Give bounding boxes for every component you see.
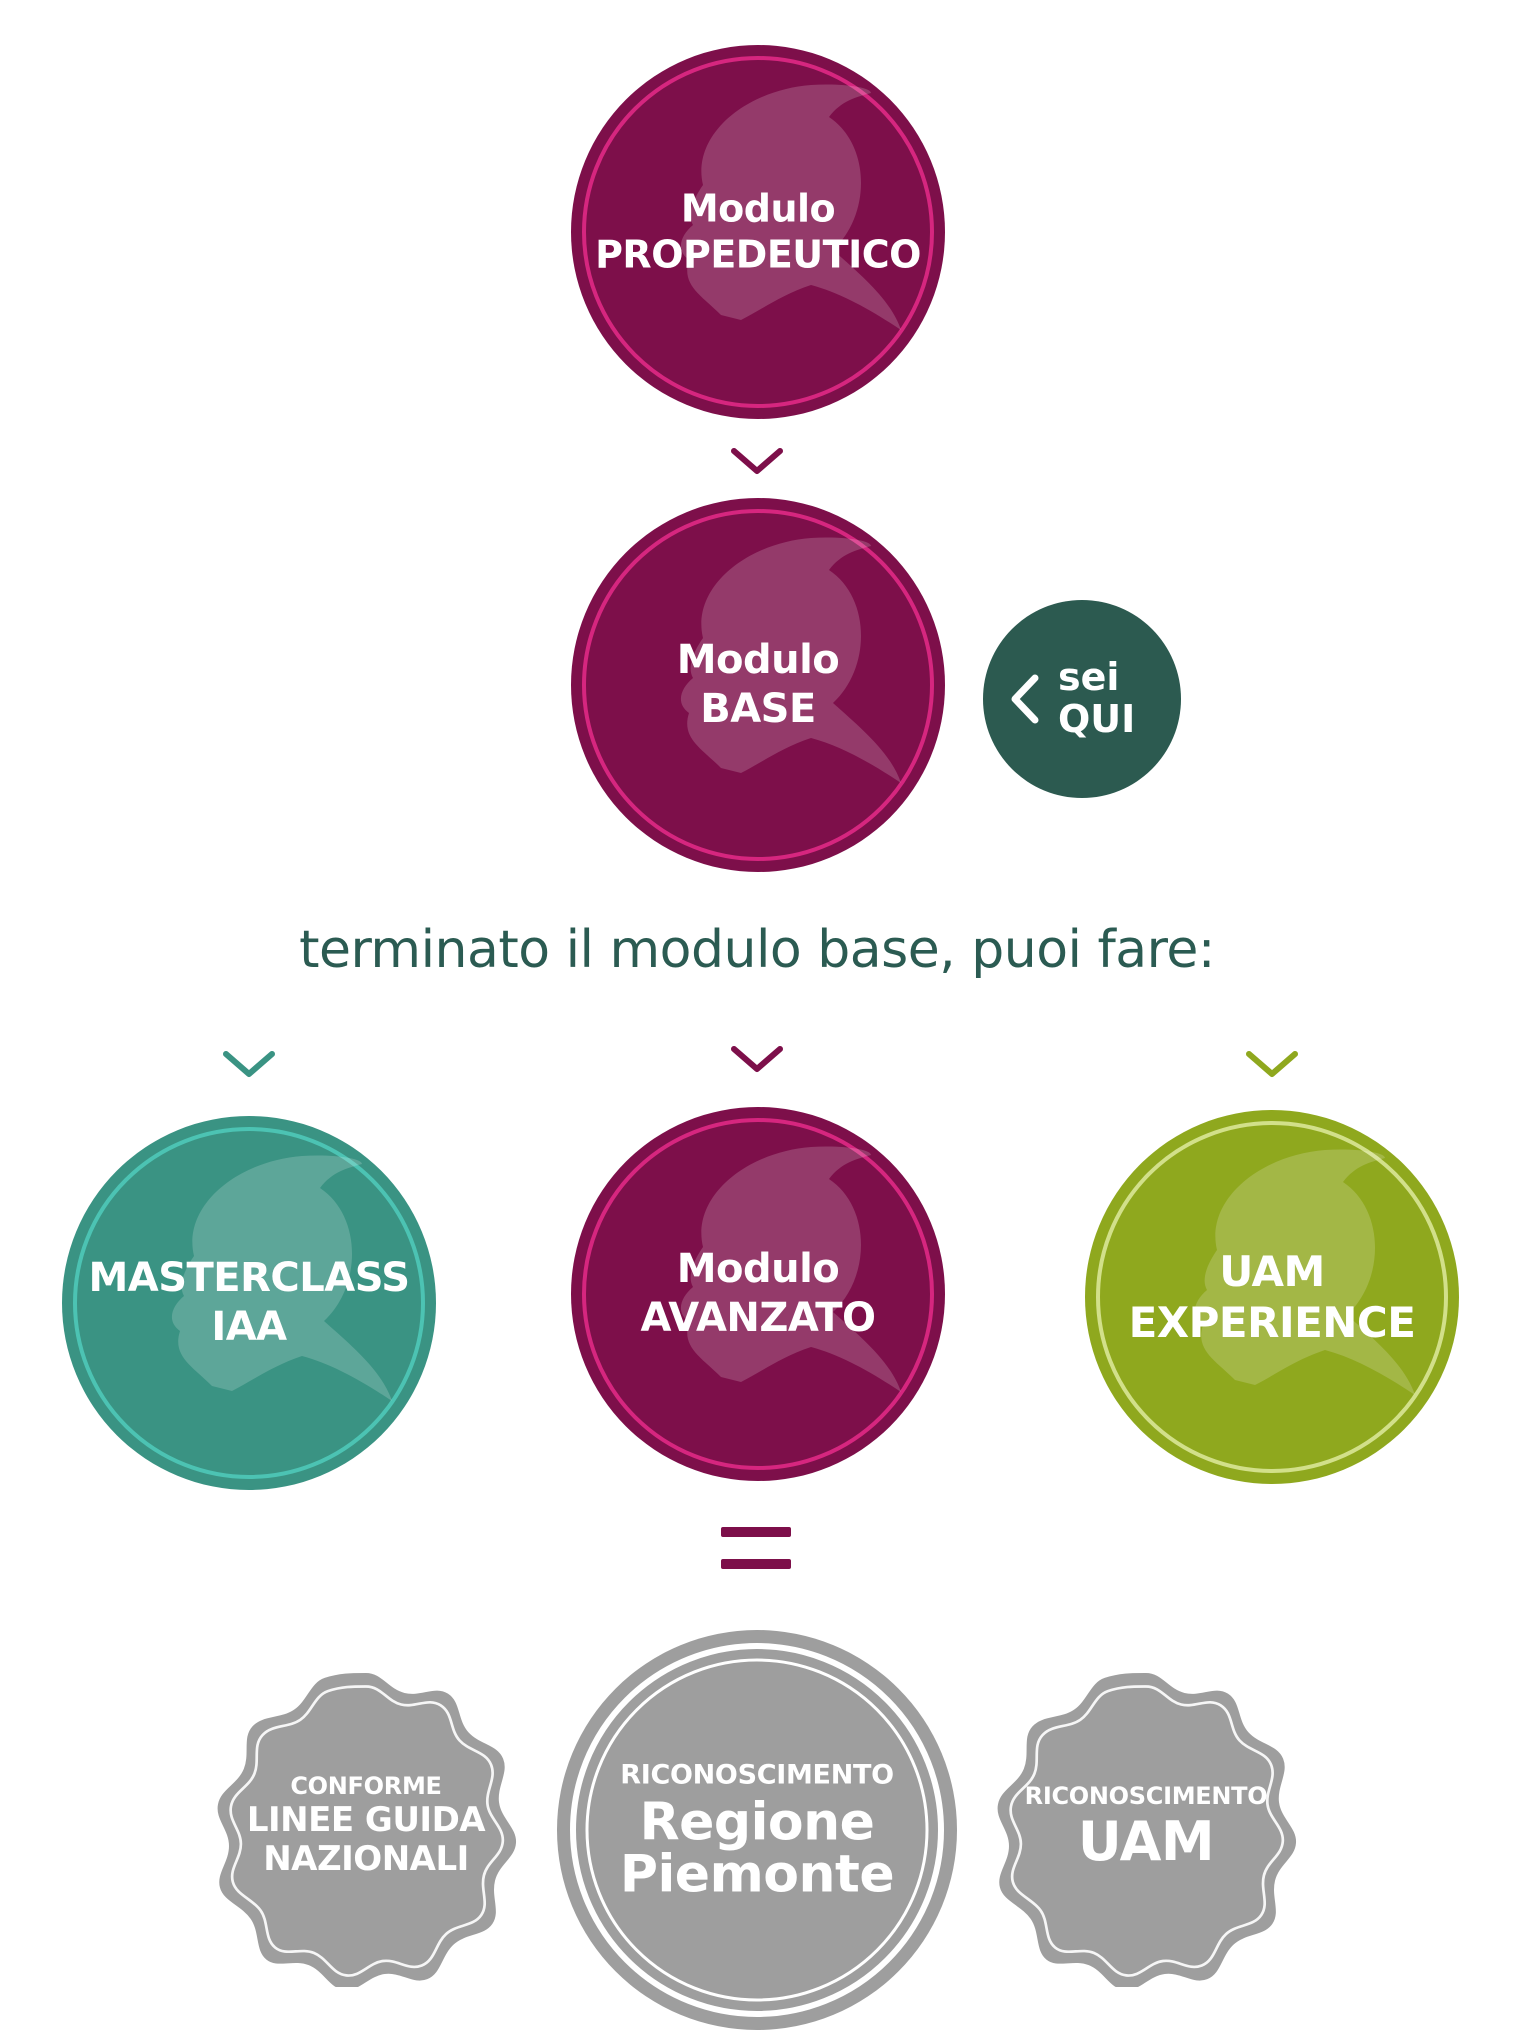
masterclass-line2: IAA [211, 1304, 287, 1350]
chevron-down-icon [222, 1050, 276, 1078]
masterclass-iaa-circle[interactable]: MASTERCLASS IAA [62, 1116, 436, 1490]
seal-linee-guida-top: CONFORME [290, 1772, 442, 1801]
uam-experience-circle[interactable]: UAM EXPERIENCE [1085, 1110, 1459, 1484]
you-are-here-line1: sei [1058, 655, 1120, 700]
seal-regione-top: RICONOSCIMENTO [620, 1759, 894, 1791]
you-are-here-line2: QUI [1058, 697, 1136, 741]
module-base-line2: BASE [700, 686, 816, 732]
chevron-down-icon [730, 447, 784, 475]
tagline: terminato il modulo base, puoi fare: [299, 920, 1215, 980]
seal-uam: RICONOSCIMENTO UAM [985, 1665, 1307, 1987]
seal-uam-top: RICONOSCIMENTO [1024, 1782, 1268, 1811]
seal-linee-guida-line2: NAZIONALI [263, 1838, 469, 1879]
equals-icon [721, 1527, 791, 1569]
chevron-down-icon [730, 1045, 784, 1073]
you-are-here-badge: sei QUI [983, 600, 1181, 798]
module-propedeutico-circle[interactable]: Modulo PROPEDEUTICO [571, 45, 945, 419]
uam-experience-line1: UAM [1219, 1246, 1325, 1296]
module-base-line1: Modulo [676, 637, 840, 684]
badge-seal-icon [557, 1630, 957, 2030]
chevron-left-icon [1005, 672, 1045, 726]
seal-regione-line1: Regione [639, 1792, 875, 1853]
seal-regione-line2: Piemonte [619, 1844, 895, 1905]
head-silhouette-icon [571, 1107, 945, 1481]
head-silhouette-icon [62, 1116, 436, 1490]
module-base-circle[interactable]: Modulo BASE [571, 498, 945, 872]
head-silhouette-icon [571, 498, 945, 872]
module-avanzato-line1: Modulo [676, 1246, 840, 1293]
seal-regione-piemonte: RICONOSCIMENTO Regione Piemonte [555, 1628, 959, 2032]
badge-seal-icon [993, 1668, 1300, 1987]
module-propedeutico-line1: Modulo [680, 186, 836, 231]
uam-experience-line2: EXPERIENCE [1128, 1298, 1416, 1347]
module-avanzato-circle[interactable]: Modulo AVANZATO [571, 1107, 945, 1481]
module-avanzato-line2: AVANZATO [640, 1295, 876, 1341]
seal-uam-line1: UAM [1077, 1809, 1215, 1873]
seal-linee-guida: CONFORME LINEE GUIDA NAZIONALI [205, 1665, 527, 1987]
chevron-down-icon [1245, 1050, 1299, 1078]
head-silhouette-icon [571, 45, 945, 419]
seal-linee-guida-line1: LINEE GUIDA [246, 1799, 486, 1840]
masterclass-line1: MASTERCLASS [88, 1255, 410, 1302]
badge-seal-icon [213, 1668, 520, 1987]
module-propedeutico-line2: PROPEDEUTICO [595, 233, 921, 277]
head-silhouette-icon [1085, 1110, 1459, 1484]
